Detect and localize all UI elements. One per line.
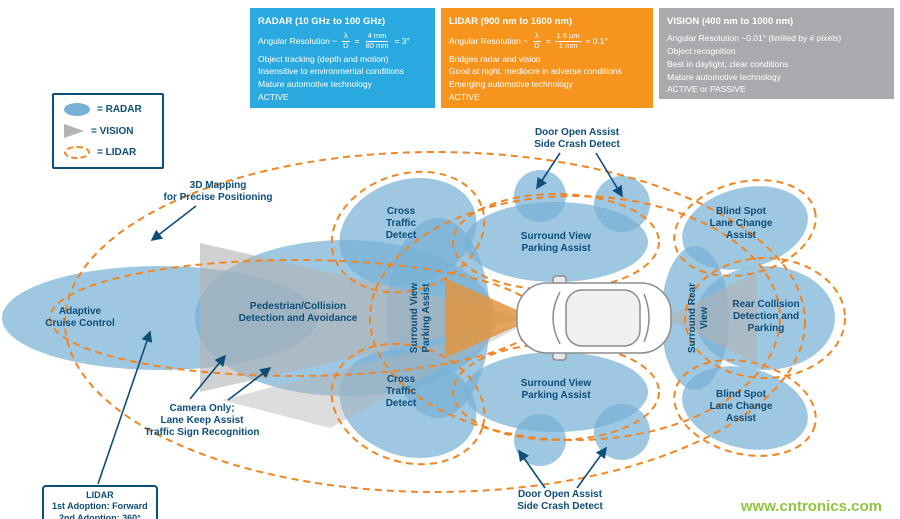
car-top-view xyxy=(516,275,672,361)
legend-item-radar: = RADAR xyxy=(64,103,152,116)
lidar-frac2-den: 1 mm xyxy=(558,40,578,50)
legend-lidar-label: = LIDAR xyxy=(97,147,137,158)
label-adaptive-cruise-control: Adaptive Cruise Control xyxy=(45,306,115,329)
radar-box-title: RADAR (10 GHz to 100 GHz) xyxy=(258,16,386,27)
label-rear-collision: Rear Collision Detection and Parking xyxy=(732,299,800,334)
lidar-box-line: Good at night, mediocre in adverse condi… xyxy=(449,66,622,77)
radar-lobe-cross-traffic-bottom xyxy=(339,350,477,458)
lidar-equals: = xyxy=(545,36,551,46)
radar-box-line: ACTIVE xyxy=(258,91,289,102)
vision-box-line: Mature automotive technology xyxy=(667,71,781,82)
lidar-ellipse-360 xyxy=(64,151,806,493)
label-door-open-top: Door Open Assist Side Crash Detect xyxy=(534,127,620,150)
arrow-camera-only-left xyxy=(189,354,227,400)
legend-item-lidar: = LIDAR xyxy=(64,146,152,159)
lidar-box-line: Emerging automotive technology xyxy=(449,79,573,89)
lidar-ellipse-blind-bottom xyxy=(673,359,817,457)
lidar-adoption-title: LIDAR xyxy=(86,490,114,500)
radar-lobe-blind-spot-top xyxy=(682,186,808,270)
label-blind-spot-bottom: Blind Spot Lane Change Assist xyxy=(709,389,773,424)
watermark-link[interactable]: www.cntronics.com xyxy=(740,498,882,515)
label-surround-view-bottom: Surround View Parking Assist xyxy=(520,378,592,401)
arrow-3d-mapping xyxy=(150,205,197,241)
label-surround-view-front-vertical: Surround View Parking Assist xyxy=(409,282,432,354)
vision-swatch-icon xyxy=(64,124,84,138)
radar-frac1-num: λ xyxy=(341,31,350,42)
radar-lobe-cross-traffic-top xyxy=(339,178,477,286)
label-blind-spot-top: Blind Spot Lane Change Assist xyxy=(709,206,773,241)
legend-radar-label: = RADAR xyxy=(97,104,142,115)
arrow-door-open-bottom-left xyxy=(518,449,546,489)
radar-info-box: RADAR (10 GHz to 100 GHz) Angular Resolu… xyxy=(250,8,435,108)
vision-box-title: VISION (400 nm to 1000 nm) xyxy=(667,16,794,27)
lidar-swatch-icon xyxy=(64,146,90,159)
arrow-door-open-top-left xyxy=(536,152,561,190)
lidar-frac2-num: 1.5 µm xyxy=(554,31,582,42)
label-surround-rear-view-vertical: Surround Rear View xyxy=(687,282,710,354)
label-door-open-bottom: Door Open Assist Side Crash Detect xyxy=(517,489,603,512)
lidar-adoption-line2: 2nd Adoption: 360° xyxy=(58,512,141,519)
car-roof xyxy=(565,289,641,347)
radar-box-line: Mature automotive technology xyxy=(258,79,372,89)
radar-lobe-door-open-top-left xyxy=(514,170,566,222)
radar-frac1-den: D xyxy=(343,40,349,50)
radar-lobe-door-open-bottom-right xyxy=(594,404,650,460)
lidar-ellipse-car-cluster xyxy=(369,195,781,441)
lidar-res-prefix: Angular Resolution ~ xyxy=(449,36,529,46)
lidar-frac1-num: λ xyxy=(532,31,541,42)
vision-box-line: Object recognition xyxy=(667,46,736,56)
legend-vision-label: = VISION xyxy=(91,125,134,137)
vision-box-line: ACTIVE or PASSIVE xyxy=(667,84,746,95)
lidar-ellipse-surround-bottom xyxy=(452,343,660,441)
label-3d-mapping: 3D Mapping for Precise Positioning xyxy=(163,180,273,203)
label-pedestrian-collision: Pedestrian/Collision Detection and Avoid… xyxy=(238,301,358,324)
lidar-ellipse-cross-bottom xyxy=(330,342,486,466)
radar-swatch-icon xyxy=(64,103,90,116)
vision-cone-pedestrian xyxy=(200,243,528,392)
arrow-door-open-top-right xyxy=(595,152,623,198)
car-rear-window xyxy=(643,293,650,343)
lidar-res-result: ≈ 0.1° xyxy=(585,36,608,46)
radar-frac2-den: 80 mm xyxy=(365,40,389,50)
label-camera-only: Camera Only; Lane Keep Assist Traffic Si… xyxy=(144,403,260,438)
label-cross-traffic-bottom: Cross Traffic Detect xyxy=(385,374,417,409)
lidar-adoption-box: LIDAR 1st Adoption: Forward 2nd Adoption… xyxy=(42,485,158,519)
arrow-camera-only-right xyxy=(227,367,272,401)
radar-lobe-door-open-top-right xyxy=(594,176,650,232)
radar-frac2-num: 4 mm xyxy=(365,31,389,42)
arrow-door-open-bottom-right xyxy=(576,446,607,489)
lidar-info-box: LIDAR (900 nm to 1600 nm) Angular Resolu… xyxy=(441,8,653,108)
lidar-ellipse-rear xyxy=(684,257,846,379)
radar-equals: = xyxy=(354,36,360,46)
legend-box: = RADAR = VISION = LIDAR xyxy=(52,93,164,169)
lidar-box-line: Bridges radar and vision xyxy=(449,53,541,64)
lidar-box-title: LIDAR (900 nm to 1600 nm) xyxy=(449,16,572,27)
lidar-forward-beam xyxy=(445,278,535,358)
vision-box-line: Best in daylight, clear conditions xyxy=(667,58,789,69)
car-windshield xyxy=(552,291,561,345)
radar-box-line: Object tracking (depth and motion) xyxy=(258,53,389,64)
lidar-box-line: ACTIVE xyxy=(449,91,480,102)
lidar-adoption-line1: 1st Adoption: Forward xyxy=(52,501,148,512)
label-cross-traffic-top: Cross Traffic Detect xyxy=(385,206,417,241)
legend-item-vision: = VISION xyxy=(64,124,152,138)
lidar-ellipse-blind-top xyxy=(673,179,817,277)
vision-info-box: VISION (400 nm to 1000 nm) Angular Resol… xyxy=(659,8,894,99)
radar-lobe-surround-view-bottom xyxy=(464,352,648,432)
label-surround-view-top: Surround View Parking Assist xyxy=(520,231,592,254)
radar-res-result: = 3° xyxy=(394,36,410,46)
radar-box-line: Insensitive to environmental conditions xyxy=(258,66,404,77)
radar-res-prefix: Angular Resolution ~ xyxy=(258,36,338,46)
vision-angular-resolution: Angular Resolution ~0.01° (limited by # … xyxy=(667,33,842,44)
lidar-frac1-den: D xyxy=(534,40,540,50)
vision-cone-rear-view xyxy=(665,272,757,364)
arrow-lidar-adoption xyxy=(97,330,153,485)
